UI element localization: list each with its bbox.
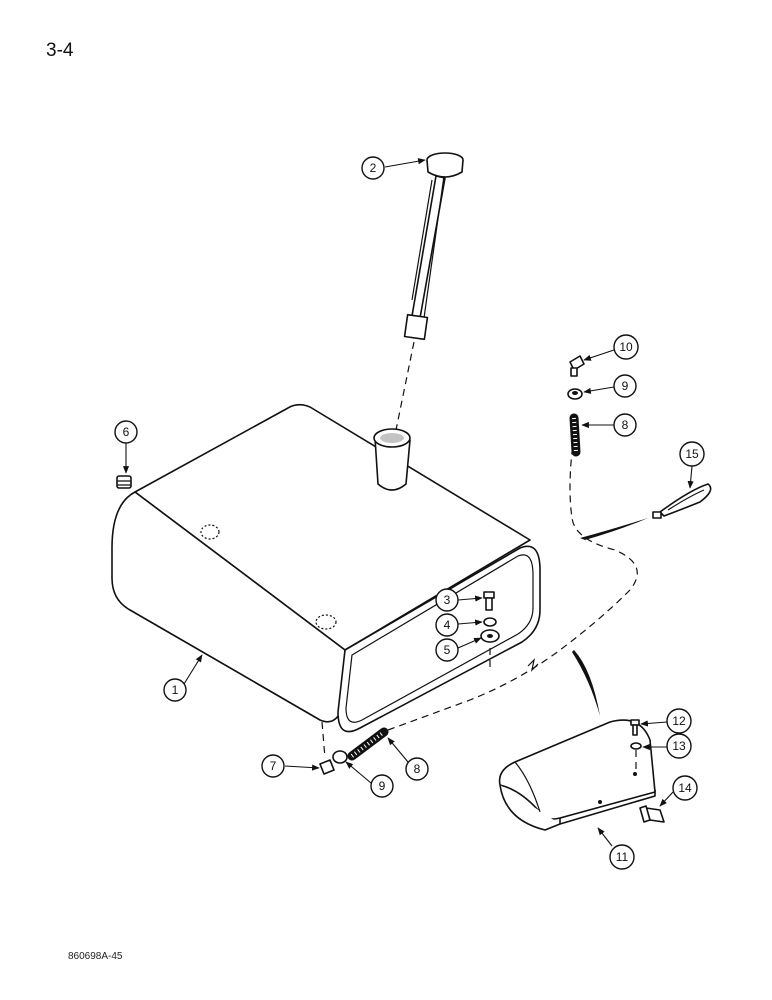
callout-12: 12: [666, 708, 692, 734]
callout-2: 2: [361, 156, 385, 180]
tank-plug: [116, 475, 132, 489]
callout-7: 7: [261, 754, 285, 778]
svg-text:7: 7: [270, 759, 277, 773]
tank-vent-fitting: [200, 524, 220, 540]
svg-text:15: 15: [685, 447, 699, 461]
callout-8-lower: 8: [405, 757, 429, 781]
svg-text:12: 12: [672, 714, 686, 728]
callout-4: 4: [435, 613, 459, 637]
hose-clamp-upper: [567, 388, 583, 400]
line-break-symbol: [527, 658, 539, 672]
fuel-hose-upper: [569, 413, 581, 457]
callout-9-upper: 9: [613, 374, 637, 398]
callout-15: 15: [679, 441, 705, 467]
callout-9-lower: 9: [370, 774, 394, 798]
strap-indicator-arrow: [580, 518, 648, 540]
lock-washer: [483, 617, 497, 627]
callout-14: 14: [672, 775, 698, 801]
svg-text:5: 5: [444, 643, 451, 657]
svg-text:13: 13: [672, 739, 686, 753]
svg-text:9: 9: [379, 779, 386, 793]
shield-bolt: [630, 719, 640, 736]
callout-5: 5: [435, 638, 459, 662]
fuel-hose-lower: [347, 727, 389, 761]
svg-text:2: 2: [370, 161, 377, 175]
svg-text:10: 10: [619, 340, 633, 354]
callout-1: 1: [163, 678, 187, 702]
svg-text:3: 3: [444, 593, 451, 607]
svg-text:1: 1: [172, 683, 179, 697]
heat-shield: [498, 719, 656, 831]
fuel-gauge-sender: [403, 152, 464, 341]
figure-code: 860698A-45: [68, 951, 123, 962]
callout-3: 3: [435, 588, 459, 612]
callout-11: 11: [609, 844, 635, 870]
svg-text:8: 8: [414, 762, 421, 776]
tank-sender-fitting: [315, 614, 337, 630]
svg-text:11: 11: [616, 850, 629, 864]
sender-install-line: [395, 341, 415, 431]
shield-washer: [630, 742, 642, 750]
page-number: 3-4: [46, 40, 74, 61]
callout-13: 13: [666, 733, 692, 759]
elbow-install-line: [321, 721, 326, 759]
svg-text:14: 14: [678, 781, 692, 795]
svg-text:9: 9: [622, 379, 629, 393]
tank-filler-neck: [373, 428, 411, 491]
hose-clamp-lower: [332, 750, 348, 764]
mounting-bolt: [483, 591, 495, 611]
svg-text:6: 6: [123, 425, 130, 439]
retaining-strap: [652, 483, 712, 519]
callout-8-upper: 8: [613, 413, 637, 437]
leader-lines: [122, 158, 694, 847]
svg-text:8: 8: [622, 418, 629, 432]
shield-clamp: [639, 805, 665, 823]
shield-indicator-arrow: [572, 650, 600, 716]
shutoff-valve: [569, 355, 585, 377]
callout-6: 6: [114, 420, 138, 444]
elbow-fitting: [319, 759, 335, 775]
flat-washer: [480, 629, 500, 643]
svg-text:4: 4: [444, 618, 451, 632]
callout-10: 10: [613, 334, 639, 360]
